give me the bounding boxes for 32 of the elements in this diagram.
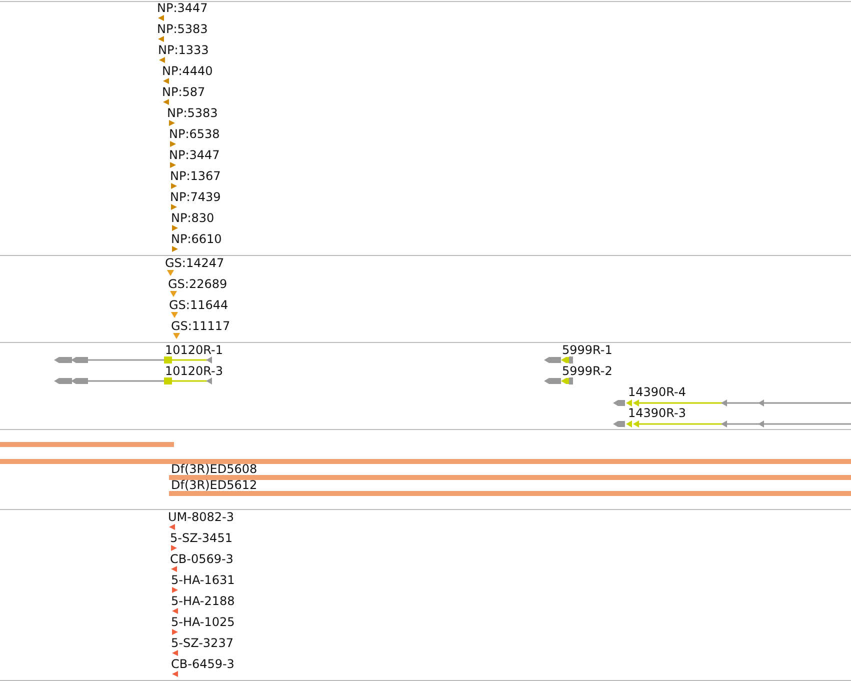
feature-label: 10120R-1 bbox=[165, 343, 223, 357]
feature-label: GS:11117 bbox=[171, 319, 230, 333]
feature-label: NP:1367 bbox=[170, 169, 221, 183]
feature-label: 5-HA-1025 bbox=[171, 615, 235, 629]
feature-label: 14390R-4 bbox=[628, 385, 686, 399]
feature-label: NP:3447 bbox=[169, 148, 220, 162]
feature-label: 10120R-3 bbox=[165, 364, 223, 378]
feature-label: 14390R-3 bbox=[628, 406, 686, 420]
feature-label: CB-6459-3 bbox=[171, 657, 234, 671]
feature-label: 5-SZ-3451 bbox=[170, 531, 232, 545]
feature-label: NP:7439 bbox=[170, 190, 221, 204]
feature-label: Df(3R)ED5608 bbox=[171, 462, 258, 476]
feature-label: CB-0569-3 bbox=[170, 552, 234, 566]
feature-label: NP:587 bbox=[162, 85, 206, 99]
feature-label: 5-SZ-3237 bbox=[171, 636, 234, 650]
feature-label: NP:5383 bbox=[157, 22, 208, 36]
feature-label: NP:6610 bbox=[171, 232, 222, 246]
feature-label: UM-8082-3 bbox=[168, 510, 234, 524]
feature-label: NP:830 bbox=[171, 211, 214, 225]
feature-label: GS:11644 bbox=[169, 298, 228, 312]
feature-label: NP:4440 bbox=[162, 64, 213, 78]
feature-label: 5-HA-1631 bbox=[171, 573, 235, 587]
feature-label: GS:22689 bbox=[168, 277, 228, 291]
feature-label: GS:14247 bbox=[165, 256, 224, 270]
feature-label: NP:6538 bbox=[169, 127, 220, 141]
feature-label: NP:5383 bbox=[167, 106, 218, 120]
feature-label: NP:3447 bbox=[157, 1, 208, 15]
feature-label: NP:1333 bbox=[158, 43, 209, 57]
feature-label: 5999R-2 bbox=[562, 364, 612, 378]
feature-label: 5-HA-2188 bbox=[171, 594, 235, 608]
feature-label: 5999R-1 bbox=[562, 343, 612, 357]
feature-label: Df(3R)ED5612 bbox=[171, 478, 258, 492]
